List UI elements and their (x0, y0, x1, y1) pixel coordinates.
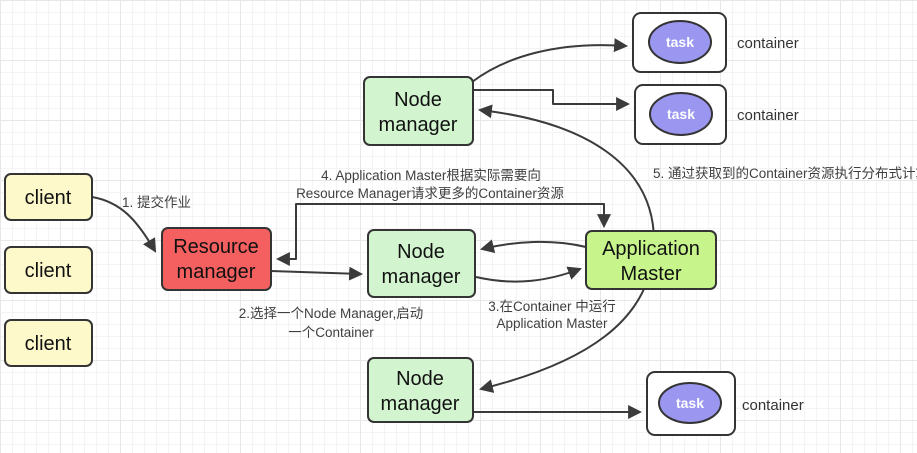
arrow-node-manager-top-to-container-2 (473, 89, 631, 111)
task-label-2: task (667, 106, 695, 122)
step2-label-line1: 2.选择一个Node Manager,启动 (239, 306, 424, 321)
task-label-1: task (666, 34, 694, 50)
node-manager-top-label-line1: Node (394, 89, 442, 111)
task-ellipse-2 (649, 92, 713, 136)
container-label-2: container (737, 107, 799, 124)
node-manager-bottom-label-line1: Node (396, 368, 444, 390)
client-node-3: client (4, 319, 93, 367)
step3-label-line1: 3.在Container 中运行 (488, 299, 616, 314)
application-master-label-line1: Application (602, 238, 700, 260)
step4-label-line1: 4. Application Master根据实际需要向 (321, 168, 541, 183)
application-master-node: Application Master (585, 230, 717, 290)
client-label-3: client (25, 333, 72, 355)
node-manager-middle-node: Node manager (367, 229, 476, 298)
node-manager-bottom-box (367, 357, 474, 423)
client-node-2: client (4, 246, 93, 294)
task-ellipse-1 (648, 20, 712, 64)
client-box-1 (4, 173, 93, 221)
node-manager-middle-box (367, 229, 476, 298)
client-box-3 (4, 319, 93, 367)
arrow-client-to-resource-manager (91, 196, 157, 253)
application-master-box (585, 230, 717, 290)
container-label-3: container (742, 397, 804, 414)
node-manager-top-box (363, 76, 474, 146)
container-label-1: container (737, 35, 799, 52)
step4-label-line2: Resource Manager请求更多的Container资源 (296, 185, 564, 201)
node-manager-middle-label-line2: manager (382, 266, 461, 288)
node-manager-bottom-label-line2: manager (381, 393, 460, 415)
resource-manager-node: Resource manager (161, 227, 272, 291)
client-label-2: client (25, 260, 72, 282)
task-label-3: task (676, 395, 704, 411)
resource-manager-label-line1: Resource (173, 236, 259, 258)
container-node-3: task container (646, 371, 804, 436)
step1-label: 1. 提交作业 (122, 194, 191, 210)
step5-label: 5. 通过获取到的Container资源执行分布式计算 (653, 166, 917, 181)
arrow-node-manager-top-to-container-1 (471, 38, 629, 83)
node-manager-top-label-line2: manager (379, 114, 458, 136)
task-ellipse-3 (658, 382, 722, 424)
arrow-application-master-resource-manager-bidirectional (275, 203, 611, 266)
node-manager-bottom-node: Node manager (367, 357, 474, 423)
client-node-1: client (4, 173, 93, 221)
application-master-label-line2: Master (620, 263, 681, 285)
arrow-resource-manager-to-node-manager-middle (270, 266, 364, 281)
step3-label-line2: Application Master (496, 316, 608, 331)
container-node-2: task container (634, 84, 799, 145)
node-manager-middle-label-line1: Node (397, 241, 445, 263)
container-node-1: task container (632, 12, 799, 73)
client-box-2 (4, 246, 93, 294)
node-manager-top-node: Node manager (363, 76, 474, 146)
client-label-1: client (25, 187, 72, 209)
arrow-application-master-to-node-manager-middle (479, 239, 587, 254)
resource-manager-label-line2: manager (177, 261, 256, 283)
arrow-node-manager-middle-to-application-master (475, 266, 582, 283)
resource-manager-box (161, 227, 272, 291)
step2-label-line2: 一个Container (288, 325, 374, 340)
